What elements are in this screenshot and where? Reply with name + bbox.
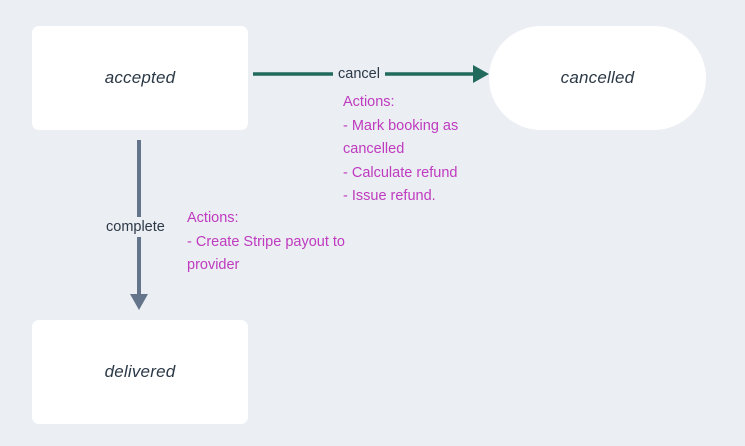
annotation-heading: Actions:	[187, 210, 239, 226]
state-node-cancelled[interactable]: cancelled	[489, 26, 706, 130]
annotation-heading: Actions:	[343, 94, 395, 110]
state-node-delivered[interactable]: delivered	[32, 320, 248, 424]
annotation-item: - Calculate refund	[343, 164, 458, 181]
state-node-accepted[interactable]: accepted	[32, 26, 248, 130]
annotation-complete-actions: Actions: - Create Stripe payout to provi…	[187, 207, 357, 278]
state-label-cancelled: cancelled	[560, 68, 635, 87]
annotation-item: - Issue refund.	[343, 188, 436, 204]
arrowhead-right-icon	[473, 65, 489, 83]
arrowhead-down-icon	[130, 294, 148, 310]
edge-label-cancel: cancel	[333, 66, 385, 82]
annotation-cancel-actions: Actions: - Mark booking as cancelled - C…	[343, 91, 493, 209]
state-label-delivered: delivered	[104, 362, 176, 381]
edge-label-complete: complete	[102, 217, 169, 237]
annotation-item: - Create Stripe payout to provider	[187, 233, 345, 274]
state-label-accepted: accepted	[104, 68, 176, 87]
annotation-item: - Mark booking as cancelled	[343, 117, 459, 158]
